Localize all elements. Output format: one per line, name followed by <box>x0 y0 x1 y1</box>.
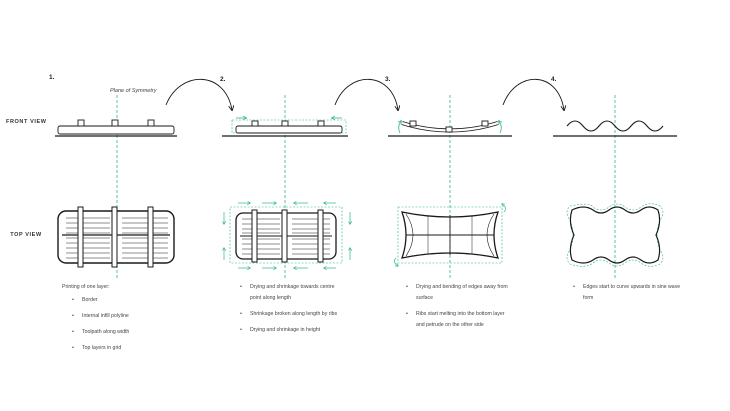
top-view-1 <box>57 206 175 268</box>
front-view-label: FRONT VIEW <box>6 119 47 125</box>
symmetry-lines <box>116 95 616 280</box>
front-view-4 <box>553 120 677 137</box>
step-4-notes: Edges start to curve upwards in sine wav… <box>563 282 680 304</box>
step-2-note: Drying and shrinkage towards centre poin… <box>240 282 338 304</box>
step-4-note: Edges start to curve upwards in sine wav… <box>573 282 681 304</box>
front-view-3 <box>388 121 512 137</box>
front-view-1 <box>55 119 177 137</box>
plane-of-symmetry-label: Plane of Symmetry <box>110 88 157 94</box>
step-3-note: Ribs start melting into the bottom layer… <box>406 309 514 331</box>
top-view-3 <box>394 204 506 266</box>
step-3-note: Drying and bending of edges away from su… <box>406 282 514 304</box>
top-view-2 <box>224 203 350 268</box>
step-arrow-1 <box>165 78 232 110</box>
step-number-1: 1. <box>49 74 55 81</box>
front-view-2 <box>222 118 348 137</box>
step-1-note: Toolpath along width <box>72 327 192 338</box>
step-2-note: Shrinkage broken along length by ribs <box>240 309 350 320</box>
step-number-4: 4. <box>551 76 557 83</box>
step-2-notes: Drying and shrinkage towards centre poin… <box>230 282 350 336</box>
step-2-note: Drying and shrinkage in height <box>240 325 350 336</box>
step-1-notes: Printing of one layer: Border Internal i… <box>62 282 192 354</box>
top-view-label: TOP VIEW <box>10 232 42 238</box>
step-arrow-2 <box>334 78 398 110</box>
step-1-notes-header: Printing of one layer: <box>62 284 110 290</box>
step-3-notes: Drying and bending of edges away from su… <box>396 282 508 331</box>
step-1-note: Border <box>72 295 192 306</box>
step-1-note: Top layers in grid <box>72 343 192 354</box>
top-view-4 <box>566 203 664 267</box>
step-1-note: Internal infill polyline <box>72 311 192 322</box>
step-number-3: 3. <box>385 76 391 83</box>
step-arrow-3 <box>502 78 564 110</box>
step-number-2: 2. <box>220 76 226 83</box>
step-arrows <box>165 78 564 110</box>
